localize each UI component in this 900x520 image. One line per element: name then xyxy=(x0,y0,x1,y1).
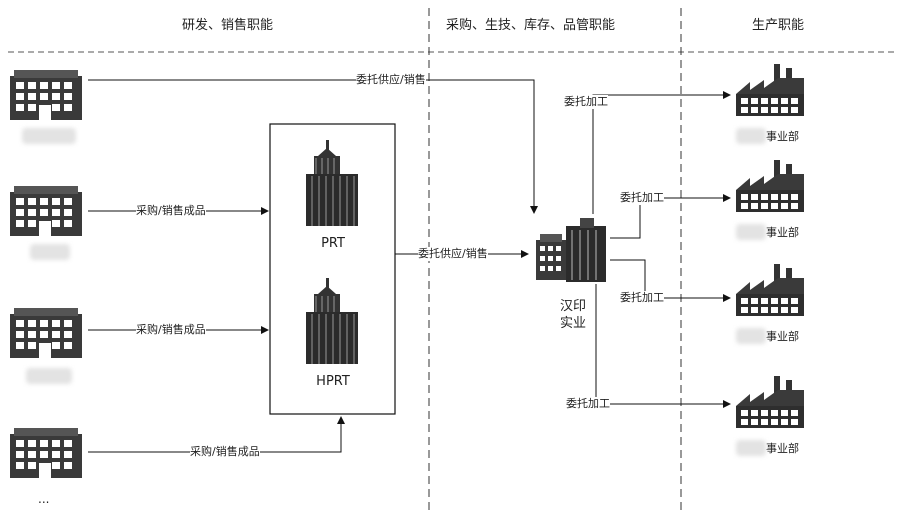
company-building-icon xyxy=(10,70,82,120)
division-label: 事业部 xyxy=(766,226,799,239)
more-companies-ellipsis: ... xyxy=(38,492,50,506)
redacted-company-name xyxy=(30,244,70,260)
flow-label-box-to-hanyin: 委托供应/销售 xyxy=(418,247,488,261)
redacted-company-name xyxy=(26,368,72,384)
hprt-tower-icon xyxy=(305,277,359,365)
flow-label-purchase-2: 采购/销售成品 xyxy=(136,323,206,337)
flow-label-top-supply: 委托供应/销售 xyxy=(356,73,426,87)
flow-process-2 xyxy=(610,194,731,239)
factory-icon xyxy=(736,264,804,316)
hanyin-label-line2: 实业 xyxy=(559,316,586,331)
division-label: 事业部 xyxy=(766,442,799,455)
flow-top-supply xyxy=(88,79,538,214)
flow-process-3 xyxy=(610,259,731,302)
company-building-icon xyxy=(10,308,82,358)
factory-icon xyxy=(736,376,804,428)
flow-label-process-4: 委托加工 xyxy=(566,397,610,411)
redacted-division-name xyxy=(736,440,766,456)
hprt-label: HPRT xyxy=(316,374,350,389)
flow-label-purchase-1: 采购/销售成品 xyxy=(136,204,206,218)
hanyin-label-line1: 汉印 xyxy=(559,299,586,314)
redacted-company-name xyxy=(22,128,76,144)
factory-icon xyxy=(736,64,804,116)
header-purchase-production-tech: 采购、生技、库存、品管职能 xyxy=(446,18,616,33)
redacted-division-name xyxy=(736,328,766,344)
prt-hprt-box xyxy=(269,123,396,415)
flow-label-process-3: 委托加工 xyxy=(620,291,664,305)
flow-label-purchase-3: 采购/销售成品 xyxy=(190,445,260,459)
hanyin-building-icon xyxy=(536,218,606,282)
flow-label-process-2: 委托加工 xyxy=(620,191,664,205)
company-building-icon xyxy=(10,186,82,236)
prt-tower-icon xyxy=(305,139,359,227)
redacted-division-name xyxy=(736,128,766,144)
header-production: 生产职能 xyxy=(752,18,805,33)
factory-icon xyxy=(736,160,804,212)
prt-label: PRT xyxy=(321,236,345,251)
division-label: 事业部 xyxy=(766,330,799,343)
division-label: 事业部 xyxy=(766,130,799,143)
header-rd-sales: 研发、销售职能 xyxy=(182,18,274,33)
company-building-icon xyxy=(10,428,82,478)
flow-purchase-3 xyxy=(88,416,345,453)
flow-label-process-1: 委托加工 xyxy=(564,95,608,109)
redacted-division-name xyxy=(736,224,766,240)
